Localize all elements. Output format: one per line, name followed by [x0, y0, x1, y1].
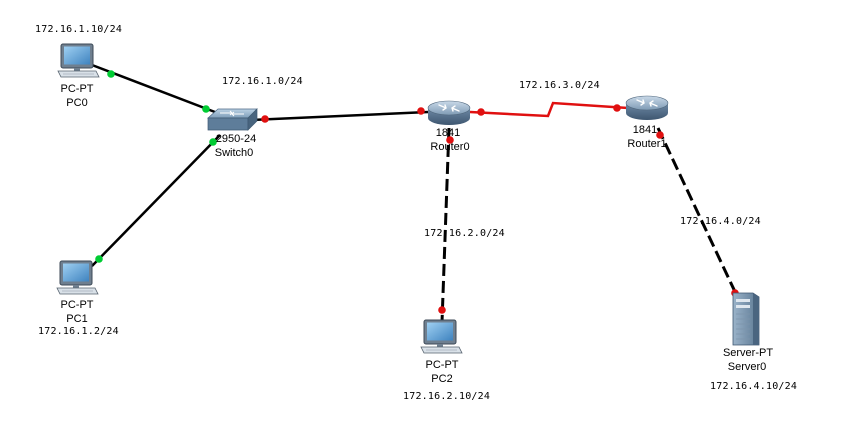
port-light-router0-switch0	[417, 107, 425, 115]
port-light-pc2	[438, 306, 446, 314]
router0-type-label: 1841	[435, 127, 461, 139]
pc1-type-label: PC-PT	[60, 299, 94, 311]
pc2-name-label: PC2	[431, 373, 453, 385]
link-router0-pc2[interactable]	[440, 127, 451, 323]
network-label-lan2: 172.16.2.0/24	[424, 228, 505, 239]
pc0-type-label: PC-PT	[60, 83, 94, 95]
desktop-computer-icon[interactable]	[57, 43, 100, 78]
port-light-pc0	[107, 70, 115, 78]
server0-name-label: Server0	[727, 361, 767, 373]
router-icon[interactable]	[625, 95, 669, 121]
router1-name-label: Router1	[627, 138, 667, 150]
router-icon[interactable]	[427, 100, 471, 126]
port-light-router0-serial	[477, 108, 485, 116]
port-light-switch0-pc1	[209, 138, 217, 146]
network-label-lan1: 172.16.1.0/24	[222, 76, 303, 87]
pc0-ip-label: 172.16.1.10/24	[35, 24, 123, 35]
port-light-switch0-pc0	[202, 105, 210, 113]
pc2-type-label: PC-PT	[425, 359, 459, 371]
switch0-name-label: Switch0	[214, 147, 254, 159]
link-switch0-router0[interactable]	[251, 110, 429, 122]
port-light-pc1	[95, 255, 103, 263]
server0-type-label: Server-PT	[722, 347, 774, 359]
router0-name-label: Router0	[430, 141, 470, 153]
link-router1-server0[interactable]	[656, 127, 739, 297]
tower-server-icon[interactable]	[732, 292, 760, 346]
server0-ip-label: 172.16.4.10/24	[710, 381, 798, 392]
router1-type-label: 1841	[632, 124, 658, 136]
pc2-ip-label: 172.16.2.10/24	[403, 391, 491, 402]
port-light-switch0-router0	[261, 115, 269, 123]
serial-link-router0-router1[interactable]	[469, 101, 629, 118]
pc0-name-label: PC0	[66, 97, 88, 109]
port-light-router1-serial	[613, 104, 621, 112]
network-label-lan4: 172.16.4.0/24	[680, 216, 761, 227]
switch0-type-label: 2950-24	[215, 133, 257, 145]
port-light-router0-pc2	[446, 136, 454, 144]
network-label-wan: 172.16.3.0/24	[519, 80, 600, 91]
pc1-name-label: PC1	[66, 313, 88, 325]
workgroup-switch-icon[interactable]	[207, 108, 258, 131]
desktop-computer-icon[interactable]	[56, 260, 99, 295]
desktop-computer-icon[interactable]	[420, 319, 463, 354]
pc1-ip-label: 172.16.1.2/24	[38, 326, 119, 337]
link-pc1-switch0[interactable]	[91, 134, 221, 267]
port-light-router1-server0	[656, 131, 664, 139]
